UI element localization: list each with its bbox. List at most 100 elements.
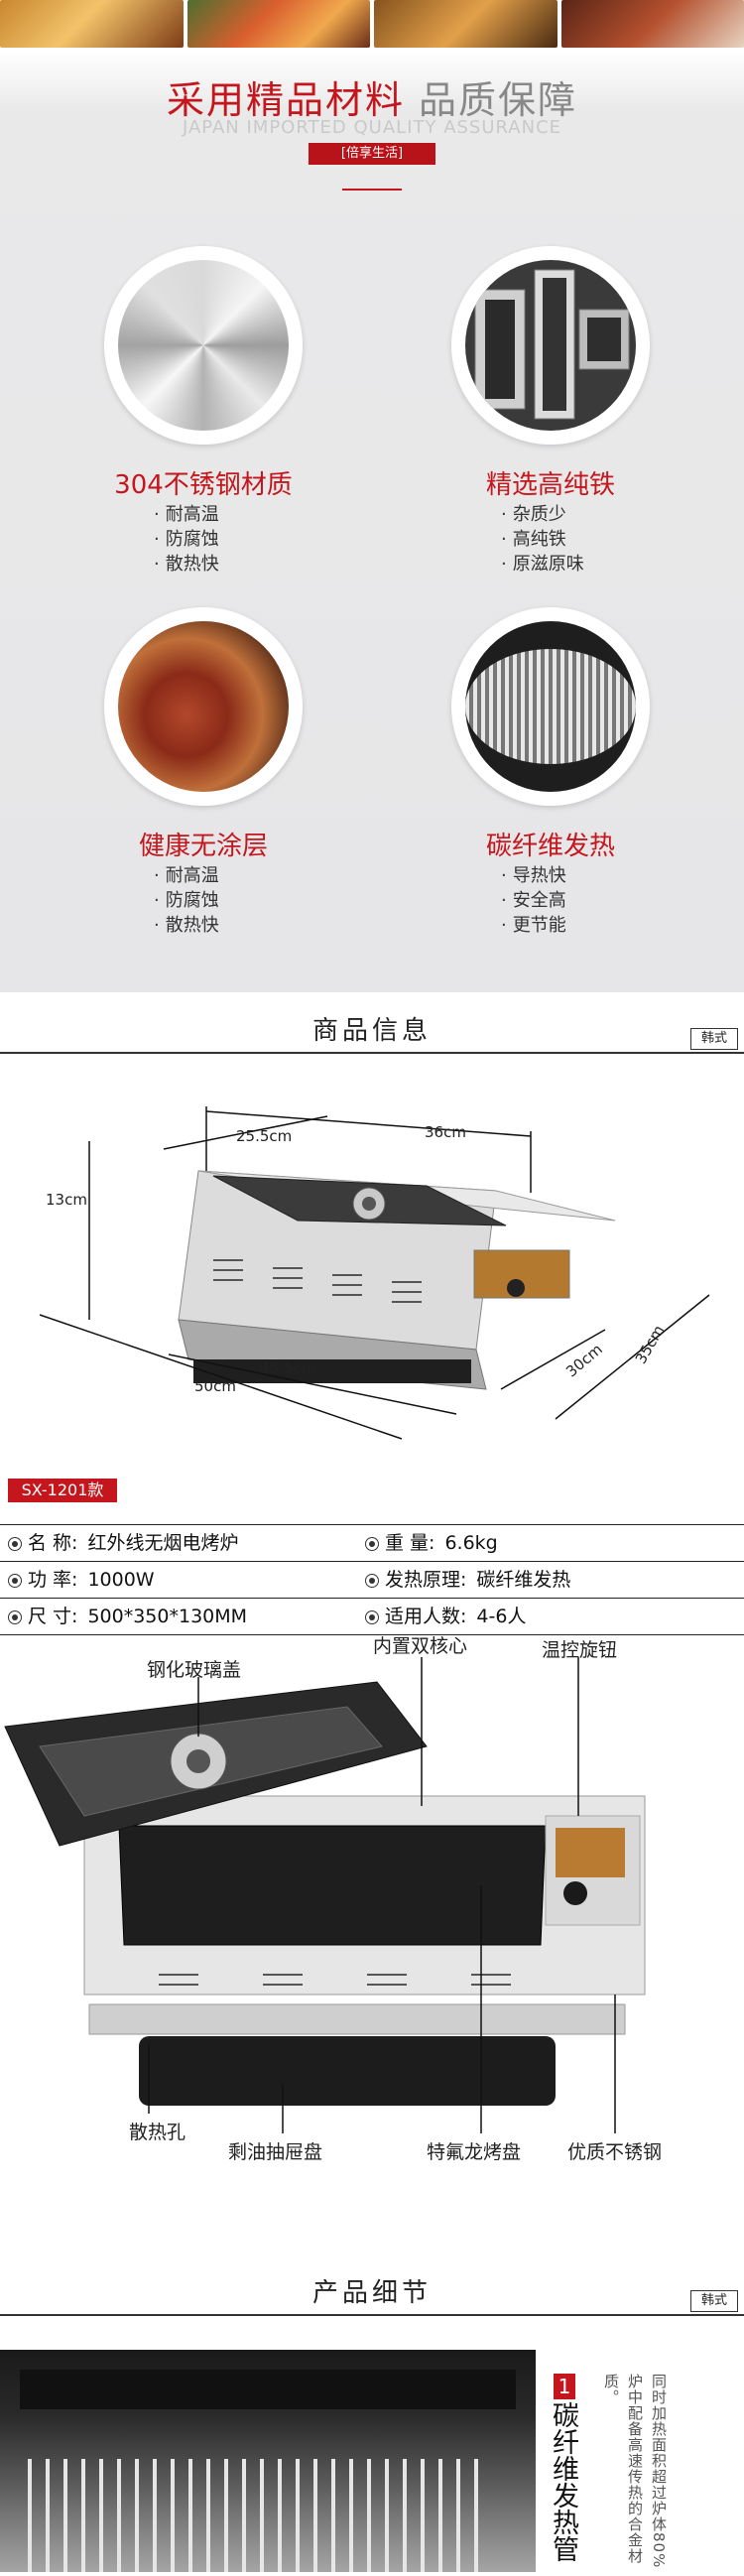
feature-list: 杂质少 高纯铁 原滋原味 (501, 502, 584, 577)
materials-subtitle: JAPAN IMPORTED QUALITY ASSURANCE (0, 117, 744, 138)
bullet-icon (365, 1610, 379, 1624)
spec-value: 500*350*130MM (87, 1606, 247, 1627)
spec-cell: 功 率: 1000W (0, 1562, 155, 1598)
style-tag: 韩式 (690, 1028, 738, 1050)
product-detail-header: 产品细节 韩式 (0, 2258, 744, 2318)
parts-diagram: 钢化玻璃盖 内置双核心 温控旋钮 散热孔 剩油抽屉盘 特氟龙烤盘 优质不锈钢 (0, 1647, 744, 2203)
feature-list: 耐高温 防腐蚀 散热快 (154, 863, 219, 938)
feature-circle (104, 607, 303, 806)
detail-description-line: 质。 (599, 2374, 623, 2572)
spec-label: 适用人数: (385, 1606, 466, 1627)
feature-item: 散热快 (154, 552, 219, 577)
bullet-icon (8, 1574, 22, 1588)
section-title: 商品信息 (0, 1010, 744, 1047)
detail-description-line: 同时加热面积超过炉体80% (647, 2374, 671, 2572)
feature-circle (104, 246, 303, 445)
title-underline (342, 189, 402, 191)
dimension-diagram: 25.5cm 36cm 13cm 50cm 45.5cm 30cm 35cm (0, 1062, 744, 1459)
brand-badge: [倍享生活] (309, 143, 435, 165)
bullet-icon (365, 1574, 379, 1588)
feature-stainless-steel: 304不锈钢材质 耐高温 防腐蚀 散热快 (40, 246, 367, 583)
table-row: 功 率: 1000W 发热原理: 碳纤维发热 (0, 1562, 744, 1599)
feature-circle (451, 607, 650, 806)
feature-item: 防腐蚀 (154, 527, 219, 552)
food-photo (561, 0, 744, 48)
feature-pure-iron: 精选高纯铁 杂质少 高纯铁 原滋原味 (387, 246, 714, 583)
callout-steel: 优质不锈钢 (567, 2137, 662, 2164)
feature-item: 更节能 (501, 913, 566, 938)
table-row: 尺 寸: 500*350*130MM 适用人数: 4-6人 (0, 1599, 744, 1635)
grill-parts-drawing (0, 1647, 744, 2203)
spec-value: 1000W (87, 1569, 154, 1591)
materials-title: 采用精品材料品质保障 (0, 69, 744, 124)
feature-item: 高纯铁 (501, 527, 584, 552)
feature-list: 导热快 安全高 更节能 (501, 863, 566, 938)
heating-element-icon (465, 621, 636, 792)
feature-title: 碳纤维发热 (387, 826, 714, 862)
feature-item: 耐高温 (154, 863, 219, 888)
spec-label: 发热原理: (385, 1569, 466, 1591)
feature-item: 耐高温 (154, 502, 219, 527)
table-row: 名 称: 红外线无烟电烤炉 重 量: 6.6kg (0, 1524, 744, 1562)
callout-drawer: 剩油抽屉盘 (228, 2137, 322, 2164)
heating-tube-drawing (0, 2350, 536, 2572)
section-rule (0, 2314, 744, 2316)
section-title: 产品细节 (0, 2272, 744, 2309)
callout-dual-core: 内置双核心 (373, 1631, 467, 1658)
spec-value: 4-6人 (476, 1606, 526, 1627)
spec-cell: 适用人数: 4-6人 (357, 1599, 526, 1634)
food-photo (187, 0, 371, 48)
callout-knob: 温控旋钮 (542, 1635, 617, 1662)
feature-title: 精选高纯铁 (387, 464, 714, 501)
bullet-icon (8, 1610, 22, 1624)
dimension-label: 13cm (46, 1191, 87, 1209)
feature-no-coating: 健康无涂层 耐高温 防腐蚀 散热快 (40, 607, 367, 945)
detail-description: 同时加热面积超过炉体80% 炉中配备高速传热的合金材 质。 (599, 2374, 671, 2572)
section-rule (0, 1052, 744, 1054)
feature-title: 304不锈钢材质 (40, 464, 367, 501)
feature-item: 防腐蚀 (154, 888, 219, 913)
food-photo (0, 0, 184, 48)
callout-vent: 散热孔 (129, 2118, 186, 2144)
feature-list: 耐高温 防腐蚀 散热快 (154, 502, 219, 577)
spec-cell: 尺 寸: 500*350*130MM (0, 1599, 247, 1634)
dimension-label: 50cm (194, 1377, 236, 1395)
feature-item: 原滋原味 (501, 552, 584, 577)
brushed-steel-icon (118, 260, 289, 431)
callout-tray: 特氟龙烤盘 (427, 2137, 521, 2164)
feature-item: 导热快 (501, 863, 566, 888)
feature-title: 健康无涂层 (40, 826, 367, 862)
detail-number-badge: 1 (554, 2374, 575, 2399)
callout-glass-cover: 钢化玻璃盖 (147, 1655, 241, 1682)
heating-tube-photo (0, 2350, 536, 2572)
food-photo (374, 0, 558, 48)
product-info-header: 商品信息 韩式 (0, 996, 744, 1056)
model-badge: SX-1201款 (8, 1479, 117, 1502)
spec-label: 重 量: (385, 1532, 434, 1554)
feature-item: 安全高 (501, 888, 566, 913)
steel-tubes-icon (465, 260, 636, 431)
spec-label: 名 称: (28, 1532, 77, 1554)
bullet-icon (8, 1537, 22, 1551)
spec-cell: 名 称: 红外线无烟电烤炉 (0, 1525, 238, 1561)
detail-heading: 碳纤维发热管 (552, 2401, 579, 2562)
feature-carbon-fiber: 碳纤维发热 导热快 安全高 更节能 (387, 607, 714, 945)
materials-title-red: 采用精品材料 (167, 78, 405, 122)
feature-circle (451, 246, 650, 445)
style-tag: 韩式 (690, 2290, 738, 2312)
spec-label: 功 率: (28, 1569, 77, 1591)
spec-value: 6.6kg (444, 1532, 497, 1554)
spec-label: 尺 寸: (28, 1606, 77, 1627)
spec-cell: 发热原理: 碳纤维发热 (357, 1562, 570, 1598)
grill-dimension-drawing (0, 1062, 744, 1459)
grilled-meat-icon (118, 621, 289, 792)
dimension-label: 36cm (425, 1123, 466, 1141)
spec-value: 碳纤维发热 (476, 1569, 570, 1591)
feature-item: 杂质少 (501, 502, 584, 527)
materials-section: 采用精品材料品质保障 JAPAN IMPORTED QUALITY ASSURA… (0, 52, 744, 992)
dimension-label: 45.5cm (260, 1359, 315, 1377)
spec-value: 红外线无烟电烤炉 (87, 1532, 238, 1554)
bullet-icon (365, 1537, 379, 1551)
spec-table: 名 称: 红外线无烟电烤炉 重 量: 6.6kg 功 率: 1000W 发热原理: 碳纤… (0, 1524, 744, 1635)
detail-description-line: 炉中配备高速传热的合金材 (623, 2374, 647, 2572)
